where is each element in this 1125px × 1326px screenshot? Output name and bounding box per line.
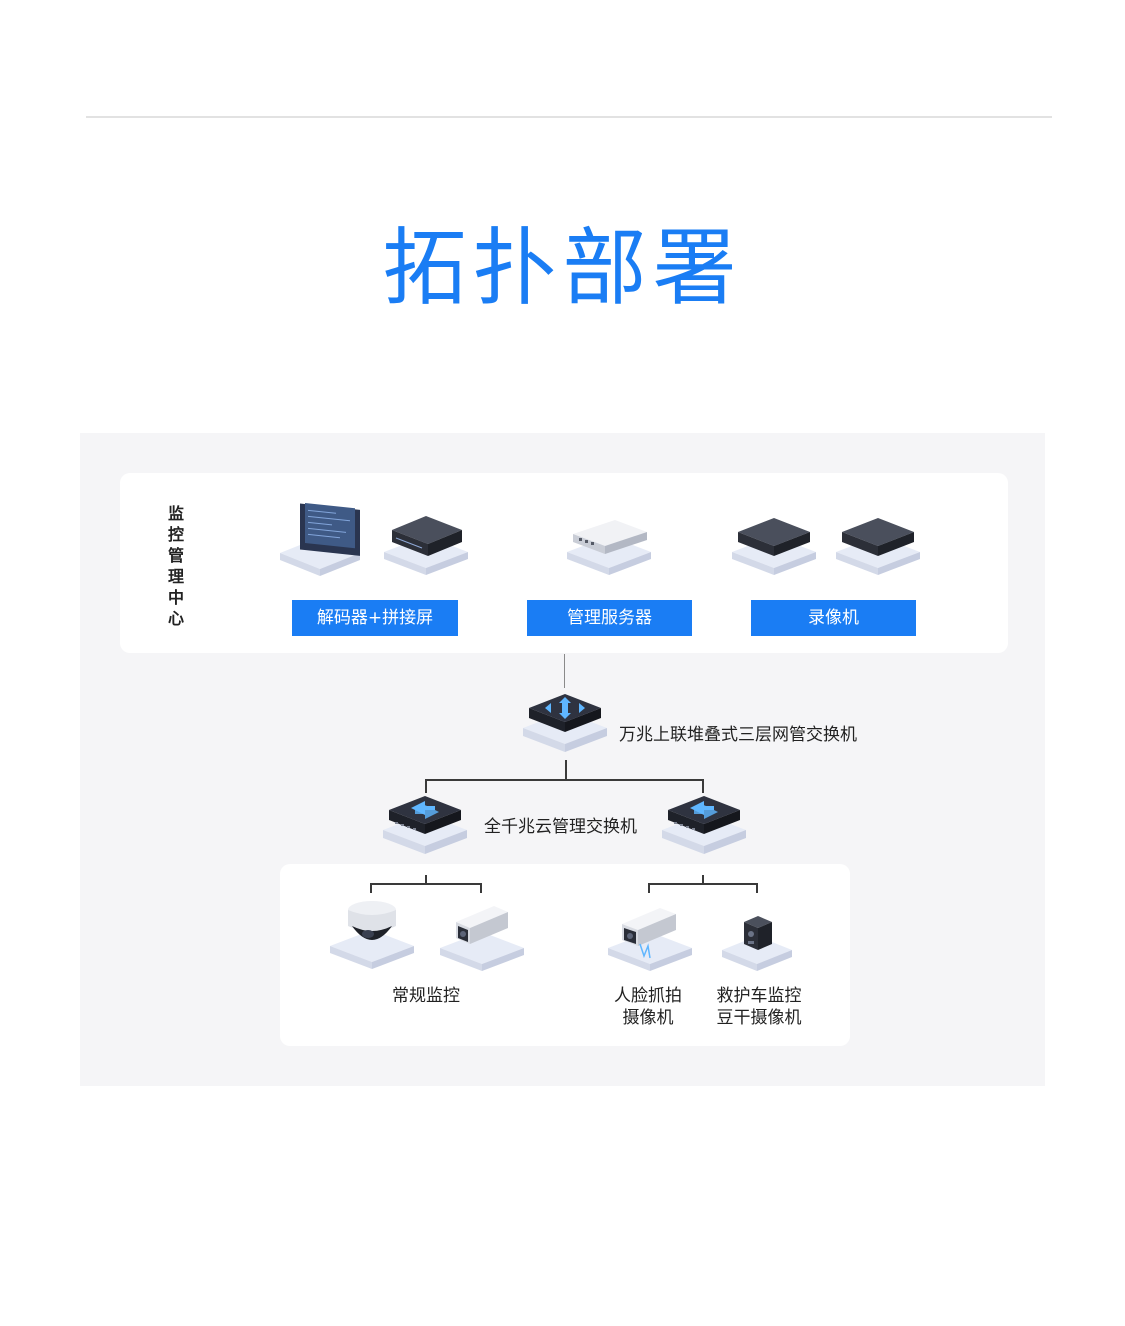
camera-branch-right-drop — [756, 883, 758, 893]
label-char: 控 — [167, 525, 184, 544]
decoder-box-icon — [382, 506, 470, 578]
page-title: 拓扑部署 — [382, 219, 743, 317]
decoder-wall-label: 解码器+拼接屏 — [292, 600, 458, 636]
access-switch-icon — [381, 786, 469, 858]
face-capture-label: 人脸抓拍 摄像机 — [598, 985, 698, 1029]
recorder-label: 录像机 — [751, 600, 916, 636]
label-char: 管 — [167, 546, 184, 565]
core-switch-icon — [521, 684, 609, 756]
management-server-icon — [565, 508, 653, 578]
camera-branch-left — [370, 883, 482, 885]
camera-branch-left-drop — [370, 883, 372, 893]
label-char: 中 — [167, 588, 184, 607]
camera-branch-right-drop — [648, 883, 650, 893]
dome-camera-icon — [328, 896, 416, 972]
label-char: 理 — [167, 567, 184, 586]
access-switch-label: 全千兆云管理交换机 — [484, 817, 637, 837]
ambulance-camera-label: 救护车监控 豆干摄像机 — [702, 985, 816, 1029]
access-branch-line — [425, 779, 704, 781]
management-server-label: 管理服务器 — [527, 600, 692, 636]
camera-branch-left-drop — [480, 883, 482, 893]
core-to-access-line — [565, 760, 567, 780]
nvr-recorder-icon — [730, 506, 818, 578]
bullet-camera-icon — [438, 900, 526, 974]
core-switch-label: 万兆上联堆叠式三层网管交换机 — [619, 725, 857, 745]
nvr-recorder-icon — [834, 506, 922, 578]
video-wall-monitor-icon — [276, 503, 364, 579]
box-camera-icon — [720, 904, 794, 976]
uplink-line — [564, 654, 565, 688]
top-divider — [86, 116, 1052, 118]
label-char: 监 — [167, 504, 184, 523]
camera-branch-right-stem — [702, 875, 704, 884]
camera-branch-left-stem — [425, 875, 427, 884]
access-branch-left — [425, 779, 427, 793]
ambulance-camera-label-line: 豆干摄像机 — [716, 1008, 802, 1028]
access-branch-right — [702, 779, 704, 793]
face-capture-label-line: 摄像机 — [622, 1008, 674, 1028]
face-capture-camera-icon — [606, 900, 694, 974]
monitoring-center-label: 监 控 管 理 中 心 — [164, 503, 188, 629]
camera-branch-right — [648, 883, 758, 885]
ambulance-camera-label-line: 救护车监控 — [716, 986, 802, 1006]
label-char: 心 — [167, 609, 184, 628]
access-switch-icon — [660, 786, 748, 858]
regular-monitoring-label: 常规监控 — [392, 986, 460, 1006]
face-capture-label-line: 人脸抓拍 — [614, 986, 682, 1006]
